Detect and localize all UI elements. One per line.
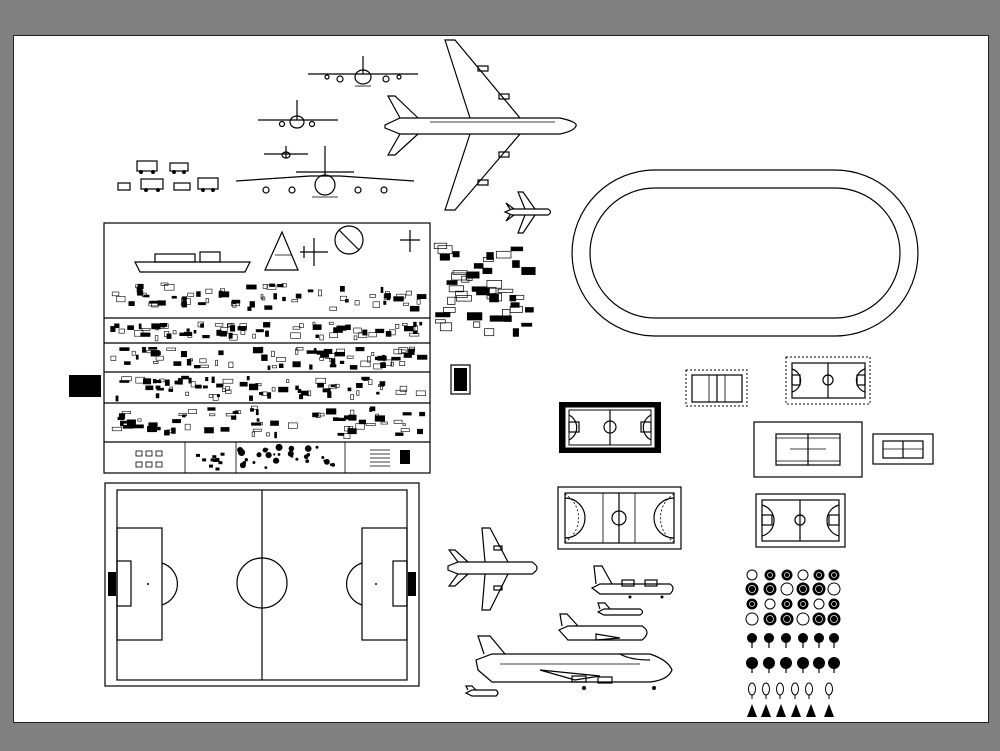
symbol-table-detail [110,282,428,471]
propeller-plane-side-view [590,565,674,599]
jet-top-view-lower [447,527,538,611]
jet-top-view-small [503,191,552,234]
airliner-front-view-1 [308,56,418,87]
basketball-court-2 [559,402,661,453]
soccer-field [104,482,420,687]
narrowbody-side-view [558,613,648,641]
legend-sign-block [450,364,471,395]
airliner-top-view-large [384,39,577,211]
running-track [571,169,919,337]
small-plane-side-view [464,685,499,697]
volleyball-court [685,369,748,407]
airliner-front-view-4 [235,146,415,198]
jumbo-side-view [475,635,673,690]
tree-symbols [745,569,841,717]
handball-court [557,486,682,550]
bizjet-side-view [596,602,644,616]
tennis-court-2 [872,433,934,465]
basketball-court-1 [785,356,871,405]
legend-block-black [69,375,101,397]
ground-vehicles-cluster [117,160,219,192]
legend-sign-fill [454,368,467,391]
airliner-front-view-2 [258,100,338,129]
drawing-sheet [13,35,989,723]
airliner-front-view-3 [264,146,308,159]
vehicle-symbols-cluster [433,242,536,337]
symbol-table [103,222,431,474]
tennis-court-1 [753,421,863,478]
basketball-court-3 [755,493,846,548]
